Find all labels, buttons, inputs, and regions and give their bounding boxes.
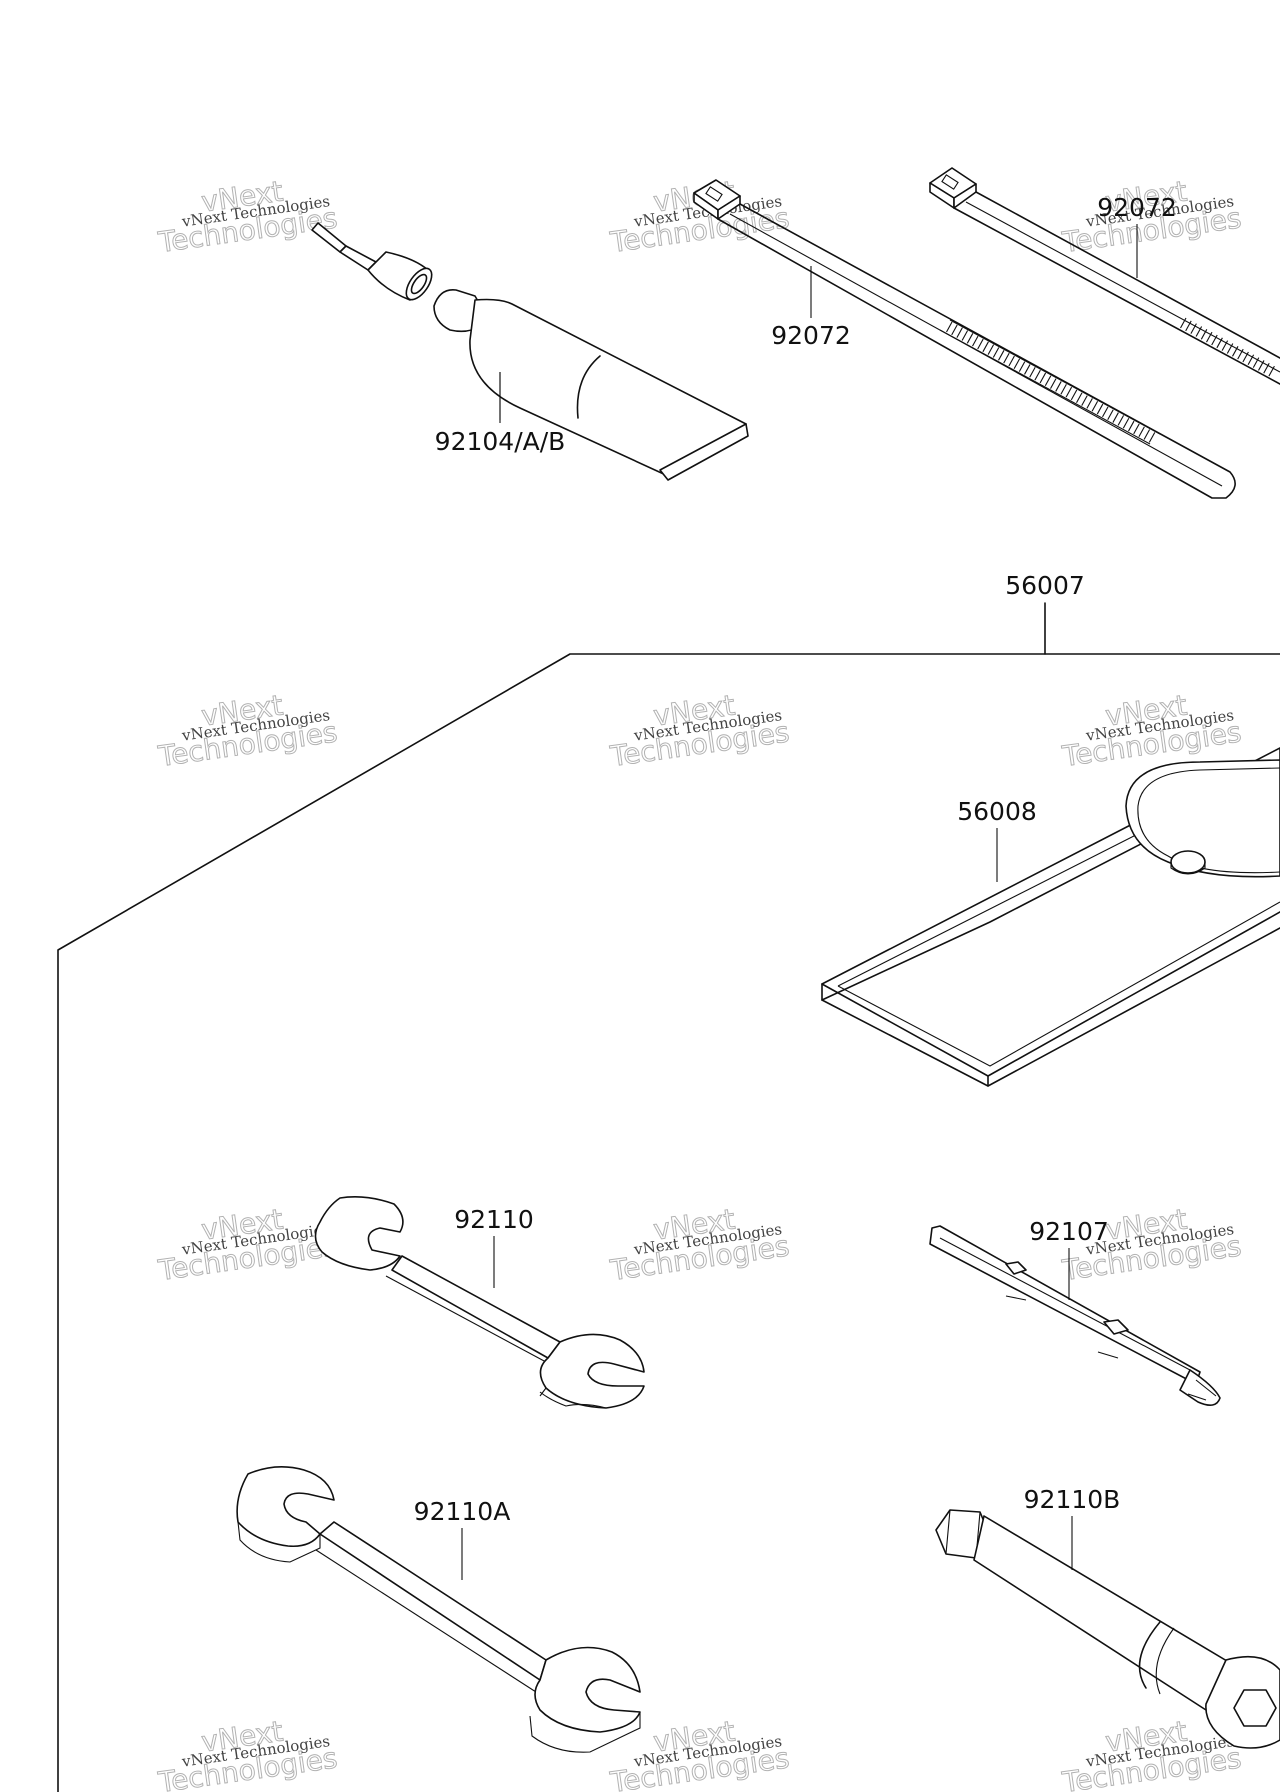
part-label-92110b: 92110B xyxy=(1024,1485,1121,1514)
part-label-92107: 92107 xyxy=(1029,1217,1109,1246)
part-label-92072-left: 92072 xyxy=(771,321,851,350)
part-label-56007: 56007 xyxy=(1005,571,1085,600)
part-label-92104: 92104/A/B xyxy=(435,427,566,456)
leader-lines xyxy=(461,224,1138,1580)
cable-tie-1-drawing xyxy=(693,179,1236,499)
wrench-92110-drawing xyxy=(314,1196,645,1409)
part-label-92072-right: 92072 xyxy=(1097,193,1177,222)
screwdriver-92107-drawing xyxy=(929,1225,1221,1406)
part-label-92110: 92110 xyxy=(454,1205,534,1234)
tool-bag-outline xyxy=(57,602,1280,1792)
box-wrench-92110b-drawing xyxy=(935,1509,1280,1749)
tie-2-teeth xyxy=(1180,317,1275,377)
tie-1-teeth xyxy=(946,321,1156,443)
wrench-92110a-drawing xyxy=(236,1466,641,1753)
part-label-92110a: 92110A xyxy=(414,1497,511,1526)
grease-tube-drawing xyxy=(311,222,749,481)
part-label-56008: 56008 xyxy=(957,797,1037,826)
cable-tie-2-drawing xyxy=(929,167,1280,385)
holder-pouch-drawing xyxy=(821,747,1280,1087)
part-labels: 92104/A/B 92072 92072 56007 56008 92110 … xyxy=(414,193,1177,1526)
